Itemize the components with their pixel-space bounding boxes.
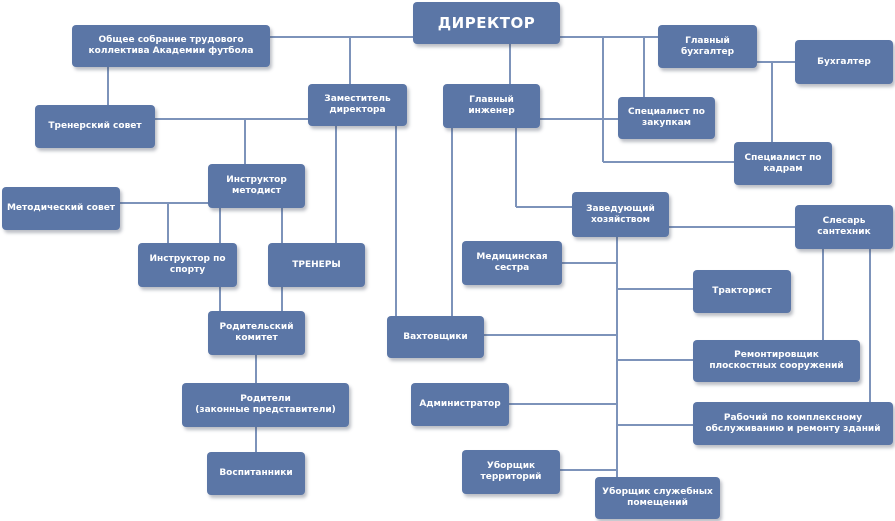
assembly-node: Общее собрание трудового коллектива Акад…	[72, 25, 270, 67]
maintenance-node: Рабочий по комплексному обслуживанию и р…	[693, 402, 893, 445]
coaches-node: ТРЕНЕРЫ	[268, 243, 365, 287]
chief-accountant-node: Главный бухгалтер	[658, 25, 757, 68]
nurse-node: Медицинская сестра	[462, 241, 562, 285]
territory-cleaner-node: Уборщик территорий	[462, 450, 560, 494]
repair-workers-node: Ремонтировщик плоскостных сооружений	[693, 340, 860, 382]
tractor-node: Тракторист	[693, 270, 791, 313]
parents-node: Родители (законные представители)	[182, 383, 349, 427]
procurement-node: Специалист по закупкам	[618, 97, 715, 139]
watchmen-node: Вахтовщики	[387, 316, 484, 358]
chief-engineer-node: Главный инженер	[443, 84, 540, 128]
director-node: ДИРЕКТОР	[413, 2, 560, 44]
sport-instructor-node: Инструктор по спорту	[138, 243, 237, 287]
coach-council-node: Тренерский совет	[35, 105, 155, 148]
admin-node: Администратор	[411, 383, 509, 426]
parent-committee-node: Родительский комитет	[208, 311, 305, 355]
hr-node: Специалист по кадрам	[734, 142, 832, 185]
methodical-council-node: Методический совет	[2, 187, 120, 230]
accountant-node: Бухгалтер	[795, 40, 893, 84]
deputy-director-node: Заместитель директора	[308, 84, 407, 126]
pupils-node: Воспитанники	[207, 452, 305, 495]
instructor-methodist-node: Инструктор методист	[208, 164, 305, 208]
head-housekeeping-node: Заведующий хозяйством	[572, 192, 669, 237]
office-cleaner-node: Уборщик служебных помещений	[595, 477, 720, 519]
plumber-node: Слесарь сантехник	[795, 205, 893, 249]
